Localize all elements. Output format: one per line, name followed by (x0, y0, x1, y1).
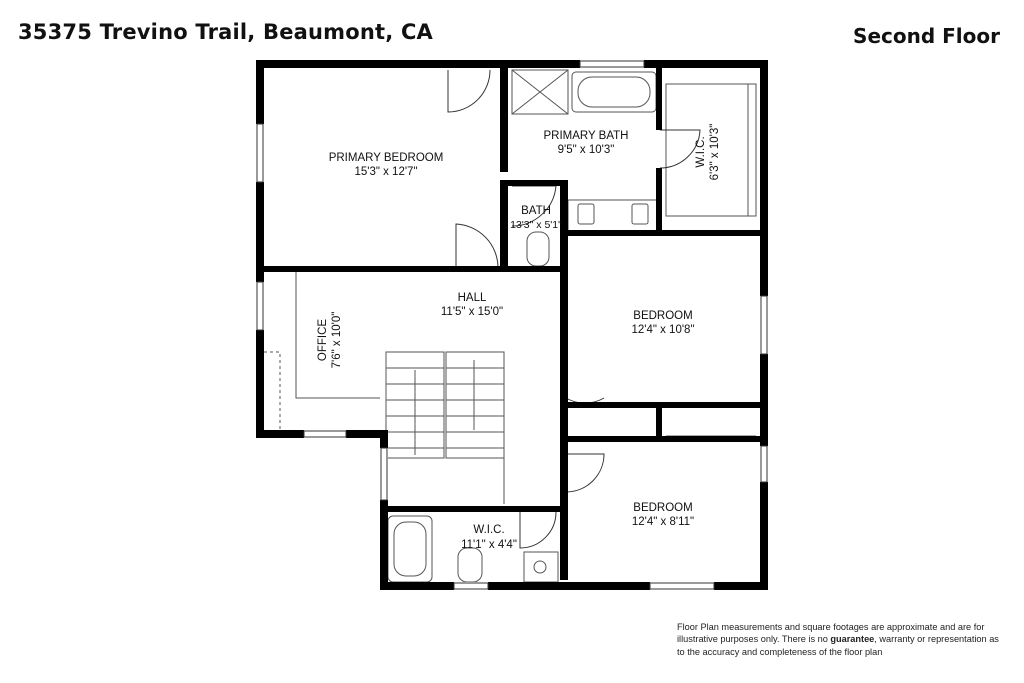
wall-bath-wic-a (656, 66, 662, 130)
door-primary-bedroom-hall (455, 223, 499, 269)
disclaimer-text-1: Floor Plan measurements and square foota… (677, 622, 985, 645)
sink-left (577, 203, 595, 225)
wall-closet-divider (656, 404, 662, 440)
disclaimer-bold: guarantee (830, 634, 875, 645)
dims-wic-lower: 11'1" x 4'4" (461, 539, 517, 551)
primary-bathtub (571, 71, 657, 113)
dims-hall: 11'5" x 15'0" (441, 306, 503, 318)
floor-label: Second Floor (853, 24, 1000, 48)
shower-diagonal-2 (511, 69, 569, 115)
wall-bedroom-bath-a (500, 60, 508, 172)
wall-left-upper (256, 60, 264, 438)
disclaimer: Floor Plan measurements and square foota… (677, 621, 1009, 658)
label-hall: HALL (458, 292, 487, 304)
dims-office: 7'6" x 10'0" (331, 312, 343, 369)
stairs-left (385, 351, 445, 459)
lower-bathtub (387, 515, 433, 583)
vanity-counter (567, 199, 661, 233)
door-primary-bedroom (447, 69, 491, 113)
wall-bath-wic-b (656, 168, 662, 234)
label-bedroom-lower: BEDROOM (633, 502, 692, 514)
wall-bedroom-mid-upper (560, 402, 768, 408)
door-bath (511, 185, 557, 227)
door-bedroom-lower (565, 453, 605, 493)
bath-toilet (526, 231, 550, 267)
lower-sink-basin (533, 560, 547, 574)
property-address: 35375 Trevino Trail, Beaumont, CA (18, 20, 434, 44)
wall-bedroom-hall (256, 266, 568, 272)
lower-sink (523, 551, 559, 583)
sink-right (631, 203, 649, 225)
door-wic-lower (519, 511, 557, 549)
dims-bedroom-lower: 12'4" x 8'11" (632, 516, 694, 528)
windows (256, 60, 768, 590)
walls (256, 60, 768, 590)
dims-primary-bath: 9'5" x 10'3" (558, 144, 615, 156)
wall-hall-lower (380, 506, 568, 512)
label-primary-bedroom: PRIMARY BEDROOM (329, 152, 444, 164)
label-bedroom-upper: BEDROOM (633, 310, 692, 322)
shower-fixture (511, 69, 569, 115)
wall-bath-bedroom (560, 230, 768, 236)
label-wic-primary: W.I.C. (695, 136, 707, 167)
wall-bath-top (504, 180, 568, 186)
office-closet-dash (264, 351, 281, 430)
doors (447, 69, 701, 549)
wall-hall-bedrooms (560, 180, 568, 580)
label-office: OFFICE (317, 319, 329, 361)
dims-bath: 13'3" x 5'1" (510, 219, 562, 231)
lower-bathtub-basin (393, 521, 427, 577)
wall-bottom (380, 582, 768, 590)
label-bath: BATH (521, 205, 551, 217)
dims-bedroom-upper: 12'4" x 10'8" (631, 324, 694, 336)
wall-bedroom-mid-lower (560, 436, 768, 442)
label-primary-bath: PRIMARY BATH (544, 130, 629, 142)
wall-bedroom-bath-b (500, 180, 508, 272)
door-wic-primary (659, 129, 701, 169)
door-bedroom-upper (565, 360, 605, 404)
office-wall-trim (295, 272, 380, 399)
dims-primary-bedroom: 15'3" x 12'7" (354, 166, 417, 178)
wic-primary-shelf (665, 83, 757, 217)
label-wic-lower: W.I.C. (473, 524, 504, 536)
primary-bathtub-basin (577, 76, 651, 108)
wall-top (256, 60, 766, 68)
lower-toilet (457, 547, 483, 583)
room-labels: PRIMARY BEDROOM 15'3" x 12'7" PRIMARY BA… (317, 124, 721, 551)
dims-wic-primary: 6'3" x 10'3" (709, 124, 721, 181)
disclaimer-text-2: , warranty or representation as to the a… (677, 634, 999, 657)
